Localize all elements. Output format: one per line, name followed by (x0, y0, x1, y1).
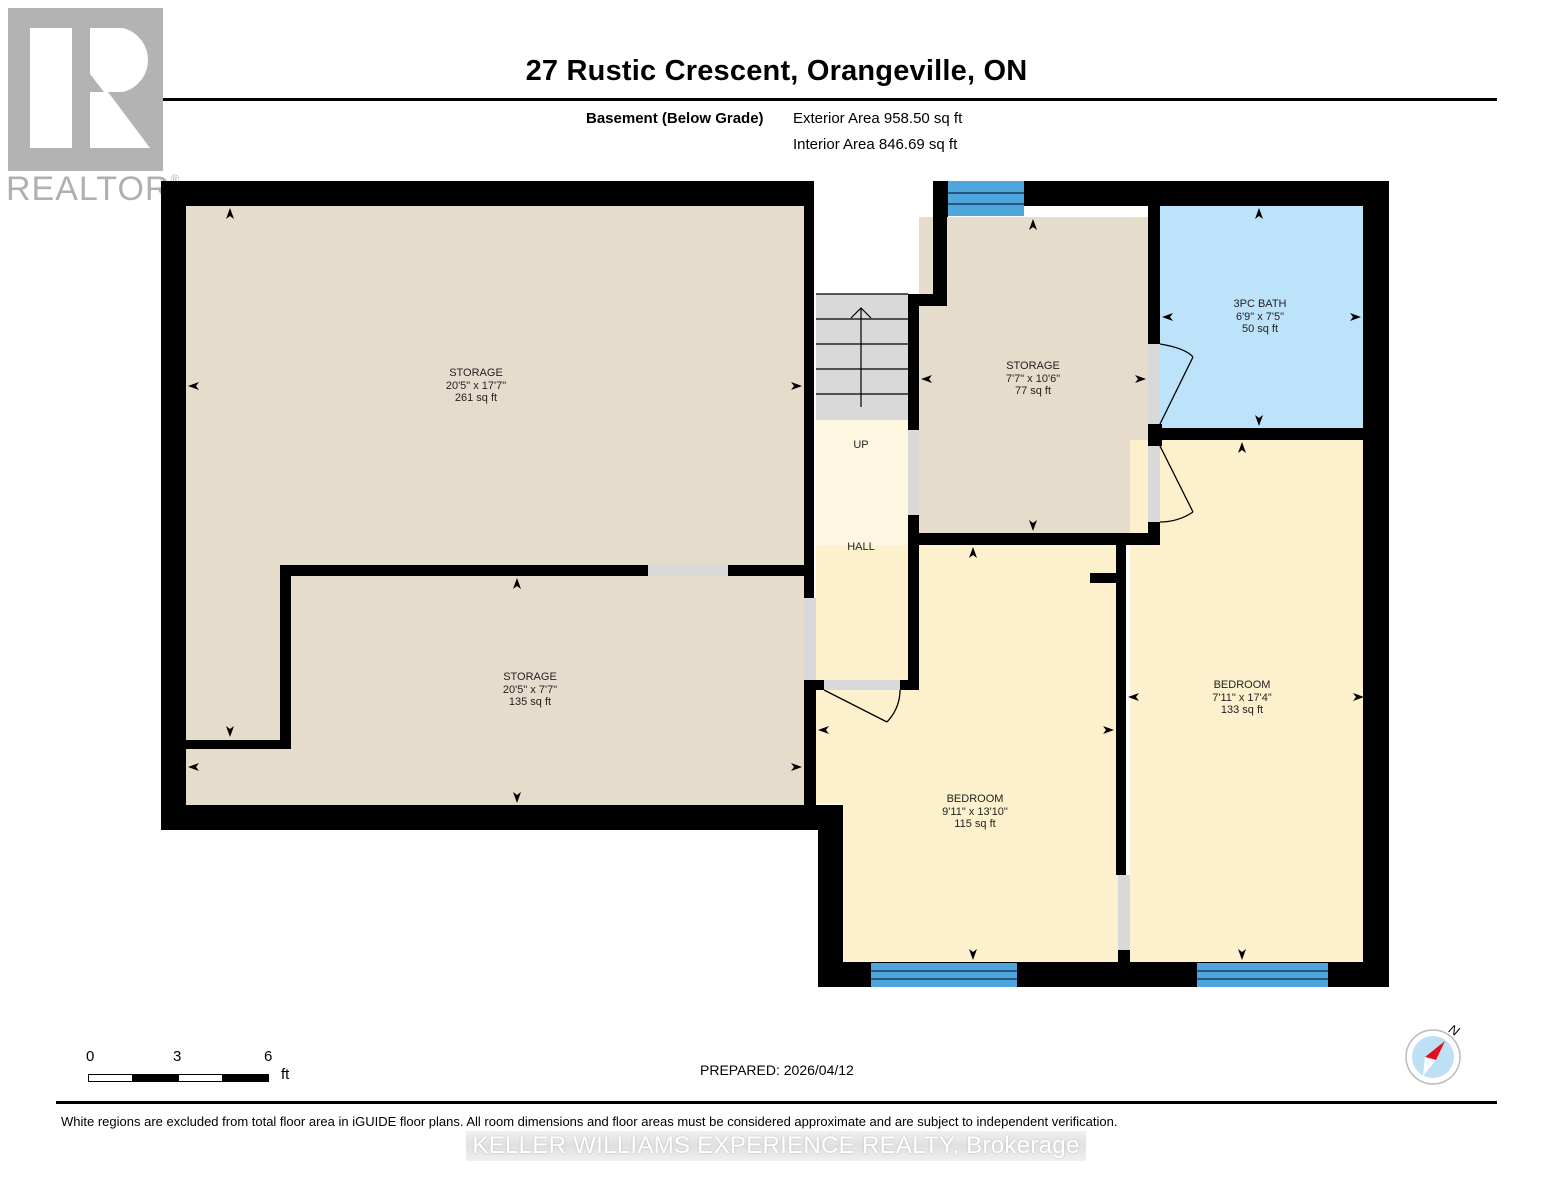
room-label-bedroom-2: BEDROOM 7'11" x 17'4" 133 sq ft (1212, 679, 1272, 717)
scale-tick-3: 3 (173, 1048, 182, 1065)
room-name: STORAGE (503, 671, 557, 683)
room-dimensions: 7'11" x 17'4" (1212, 691, 1272, 704)
realtor-r-icon (8, 8, 163, 171)
room-storage-2-leg (186, 748, 290, 805)
page-title: 27 Rustic Crescent, Orangeville, ON (525, 55, 1028, 87)
room-area: 77 sq ft (1014, 385, 1052, 397)
room-area: 50 sq ft (1241, 323, 1279, 335)
room-storage-1-leg (186, 568, 282, 740)
room-label-bedroom-1: BEDROOM 9'11" x 13'10" 115 sq ft (942, 793, 1008, 831)
room-bedroom-2 (1130, 440, 1366, 963)
hall-label: HALL (847, 541, 875, 553)
room-name: STORAGE (449, 367, 503, 379)
scale-tick-6: 6 (264, 1048, 273, 1065)
room-name: 3PC BATH (1233, 298, 1287, 310)
dimension-arrows (188, 208, 1364, 960)
header-divider (56, 98, 1497, 101)
room-storage-3 (919, 217, 1148, 533)
disclaimer-text: White regions are excluded from total fl… (61, 1114, 1118, 1129)
room-storage-1 (186, 206, 804, 568)
compass-north-icon: N (1403, 1020, 1467, 1086)
room-label-3pc-bath: 3PC BATH 6'9" x 7'5" 50 sq ft (1234, 298, 1287, 336)
room-dimensions: 7'7" x 10'6" (1005, 372, 1061, 385)
room-area: 135 sq ft (508, 696, 552, 708)
scale-unit: ft (281, 1066, 290, 1083)
room-label-storage-2: STORAGE 20'5" x 7'7" 135 sq ft (503, 671, 557, 709)
stairs-up-label: UP (853, 439, 869, 451)
room-bedroom-1 (816, 545, 1118, 963)
scale-tick-0: 0 (86, 1048, 95, 1065)
room-dimensions: 9'11" x 13'10" (942, 805, 1008, 818)
room-dimensions: 6'9" x 7'5" (1235, 310, 1285, 323)
floor-level-label: Basement (Below Grade) (586, 110, 764, 127)
interior-area: Interior Area 846.69 sq ft (793, 136, 958, 153)
footer-divider (56, 1101, 1497, 1104)
room-label-storage-1: STORAGE 20'5" x 17'7" 261 sq ft (446, 367, 506, 405)
realtor-text: REALTOR (6, 170, 171, 208)
exterior-area: Exterior Area 958.50 sq ft (793, 110, 963, 127)
stairs (816, 293, 908, 420)
room-dimensions: 20'5" x 7'7" (502, 683, 558, 696)
room-storage-2 (290, 576, 804, 805)
room-name: BEDROOM (946, 793, 1004, 805)
scale-bar (88, 1070, 270, 1088)
registered-mark: ® (170, 172, 181, 186)
room-area: 115 sq ft (954, 818, 996, 830)
realtor-wordmark: REALTOR® (6, 170, 180, 209)
room-dimensions: 20'5" x 17'7" (445, 379, 507, 392)
windows (871, 181, 1328, 987)
room-area: 261 sq ft (454, 392, 498, 404)
brokerage-watermark: KELLER WILLIAMS EXPERIENCE REALTY, Broke… (466, 1131, 1086, 1161)
room-area: 133 sq ft (1220, 704, 1264, 716)
room-3pc-bath (1160, 206, 1363, 428)
prepared-date: PREPARED: 2026/04/12 (700, 1062, 854, 1078)
room-name: STORAGE (1006, 360, 1060, 372)
room-name: BEDROOM (1213, 679, 1271, 691)
room-label-storage-3: STORAGE 7'7" x 10'6" 77 sq ft (1006, 360, 1060, 398)
